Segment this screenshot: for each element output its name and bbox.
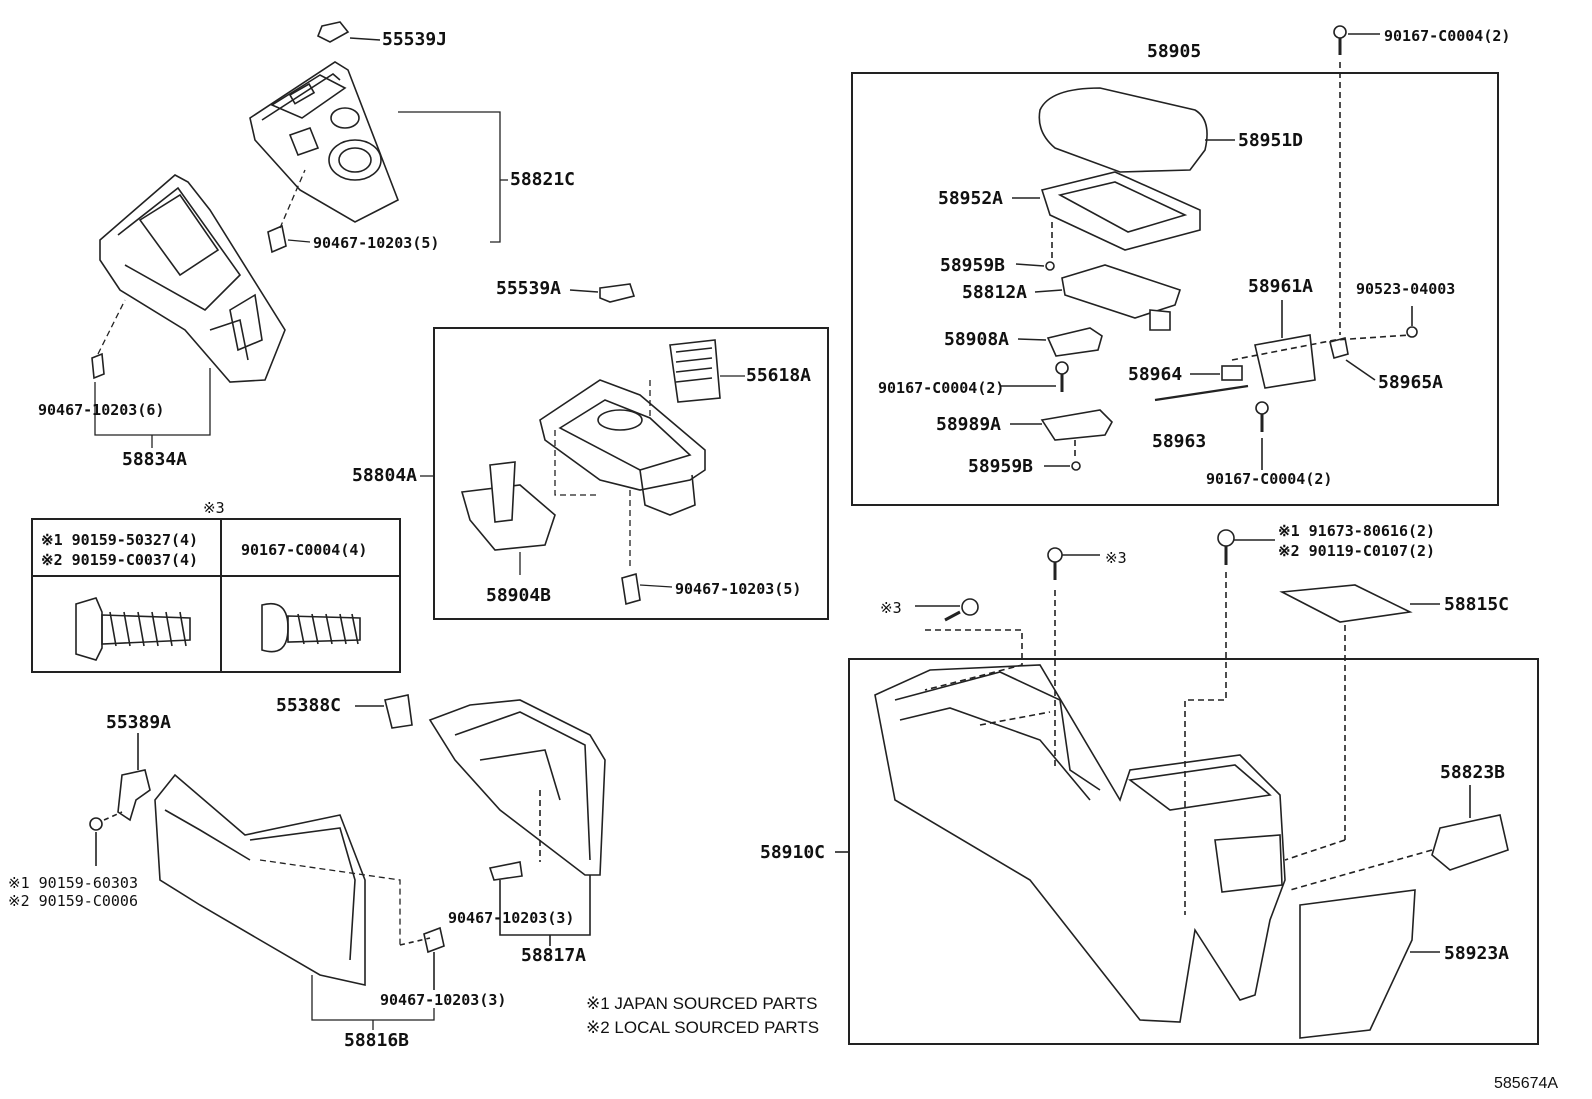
label-90159-C0006: ※2 90159-C0006 bbox=[8, 892, 138, 910]
clip-left bbox=[91, 352, 105, 380]
label-90467-10203-5-upper: 90467-10203(5) bbox=[313, 234, 440, 252]
side-panel-58817A bbox=[428, 699, 606, 876]
label-58964: 58964 bbox=[1128, 364, 1183, 385]
console-fasteners bbox=[835, 529, 1275, 915]
bolt-flange-hex bbox=[75, 597, 191, 661]
leaders-cup bbox=[420, 375, 745, 588]
label-58952A: 58952A bbox=[938, 188, 1004, 209]
label-58951D: 58951D bbox=[1238, 130, 1304, 151]
figure-id: 585674A bbox=[1494, 1075, 1559, 1092]
upper-console-58834A bbox=[99, 174, 286, 383]
table-col2: 90167-C0004(4) bbox=[241, 541, 368, 559]
panel-58923A bbox=[1299, 889, 1440, 1039]
tray-58812A bbox=[1034, 264, 1182, 331]
label-90467-10203-6: 90467-10203(6) bbox=[38, 401, 165, 419]
label-58823B: 58823B bbox=[1440, 762, 1506, 783]
console-58910C bbox=[874, 664, 1286, 1023]
label-58923A: 58923A bbox=[1444, 943, 1510, 964]
clip-55539A bbox=[569, 283, 636, 303]
label-90523-04003: 90523-04003 bbox=[1356, 280, 1456, 298]
armrest-group-frame bbox=[851, 72, 1499, 506]
label-90167-C0004-bottom: 90167-C0004(2) bbox=[1206, 470, 1333, 488]
table-header: ※3 bbox=[203, 499, 225, 517]
label-58989A: 58989A bbox=[936, 414, 1002, 435]
insert-55618A bbox=[669, 339, 721, 403]
label-58961A: 58961A bbox=[1248, 276, 1314, 297]
label-58905: 58905 bbox=[1147, 41, 1202, 62]
note-japan-sourced: ※1 JAPAN SOURCED PARTS bbox=[586, 994, 818, 1013]
label-58959B-upper: 58959B bbox=[940, 255, 1006, 276]
label-90167-C0004-mid: 90167-C0004(2) bbox=[878, 379, 1005, 397]
note-local-sourced: ※2 LOCAL SOURCED PARTS bbox=[586, 1018, 820, 1037]
hinge-58989A bbox=[1010, 409, 1113, 441]
mat-58815C bbox=[1279, 584, 1440, 861]
label-58815C: 58815C bbox=[1444, 594, 1510, 615]
bolt-round-head bbox=[261, 603, 361, 653]
label-58965A: 58965A bbox=[1378, 372, 1444, 393]
leaders-upper-left bbox=[94, 111, 508, 448]
table-col1-line2: ※2 90159-C0037(4) bbox=[41, 551, 199, 569]
label-90467-10203-3-left: 90467-10203(3) bbox=[380, 991, 507, 1009]
label-55539J: 55539J bbox=[382, 29, 448, 50]
label-55388C: 55388C bbox=[276, 695, 342, 716]
label-90467-10203-5-lower: 90467-10203(5) bbox=[675, 580, 802, 598]
clip-cup bbox=[621, 572, 641, 606]
label-58910C: 58910C bbox=[760, 842, 826, 863]
label-58904B: 58904B bbox=[486, 585, 552, 606]
label-58821C: 58821C bbox=[510, 169, 576, 190]
bolt-top-right bbox=[1333, 25, 1380, 335]
hinge-58961A bbox=[1254, 300, 1316, 389]
latch-58908A bbox=[1017, 327, 1103, 357]
label-58812A: 58812A bbox=[962, 282, 1028, 303]
mat-58904B bbox=[460, 461, 556, 551]
table-col1-line1: ※1 90159-50327(4) bbox=[41, 531, 199, 549]
side-panel-58816B bbox=[154, 773, 366, 986]
small-parts-armrest bbox=[1000, 222, 1418, 471]
label-55618A: 55618A bbox=[746, 365, 812, 386]
panel-58823B bbox=[1289, 785, 1509, 891]
table-divider-vertical bbox=[220, 520, 222, 671]
clip-55388C bbox=[355, 694, 413, 729]
clip-55539J bbox=[316, 21, 381, 43]
label-90167-C0004-top: 90167-C0004(2) bbox=[1384, 27, 1511, 45]
shift-panel-58821C bbox=[249, 61, 400, 223]
label-ref3-a: ※3 bbox=[1105, 549, 1127, 567]
cup-holder-group-frame bbox=[433, 327, 829, 620]
label-58959B-lower: 58959B bbox=[968, 456, 1034, 477]
lid-58951D bbox=[1038, 87, 1235, 173]
clip-58816B bbox=[399, 926, 445, 990]
label-58816B: 58816B bbox=[344, 1030, 410, 1051]
label-90119-C0107: ※2 90119-C0107(2) bbox=[1278, 542, 1436, 560]
box-58952A bbox=[1012, 171, 1201, 251]
label-ref3-b: ※3 bbox=[880, 599, 902, 617]
label-58817A: 58817A bbox=[521, 945, 587, 966]
fastener-table: ※1 90159-50327(4) ※2 90159-C0037(4) 9016… bbox=[31, 518, 401, 673]
console-group-frame bbox=[848, 658, 1539, 1045]
label-58908A: 58908A bbox=[944, 329, 1010, 350]
leaders-58816B bbox=[259, 859, 435, 1030]
label-55389A: 55389A bbox=[106, 712, 172, 733]
clip-58817A bbox=[488, 790, 591, 946]
label-55539A: 55539A bbox=[496, 278, 562, 299]
label-58804A: 58804A bbox=[352, 465, 418, 486]
label-58963: 58963 bbox=[1152, 431, 1207, 452]
label-58834A: 58834A bbox=[122, 449, 188, 470]
clip-58821C bbox=[267, 224, 287, 254]
label-90467-10203-3-right: 90467-10203(3) bbox=[448, 909, 575, 927]
table-divider-horizontal bbox=[33, 575, 399, 577]
label-90159-60303: ※1 90159-60303 bbox=[8, 874, 138, 892]
label-91673-80616: ※1 91673-80616(2) bbox=[1278, 522, 1436, 540]
cup-holder-panel bbox=[539, 379, 706, 516]
bracket-55389A bbox=[89, 733, 151, 866]
